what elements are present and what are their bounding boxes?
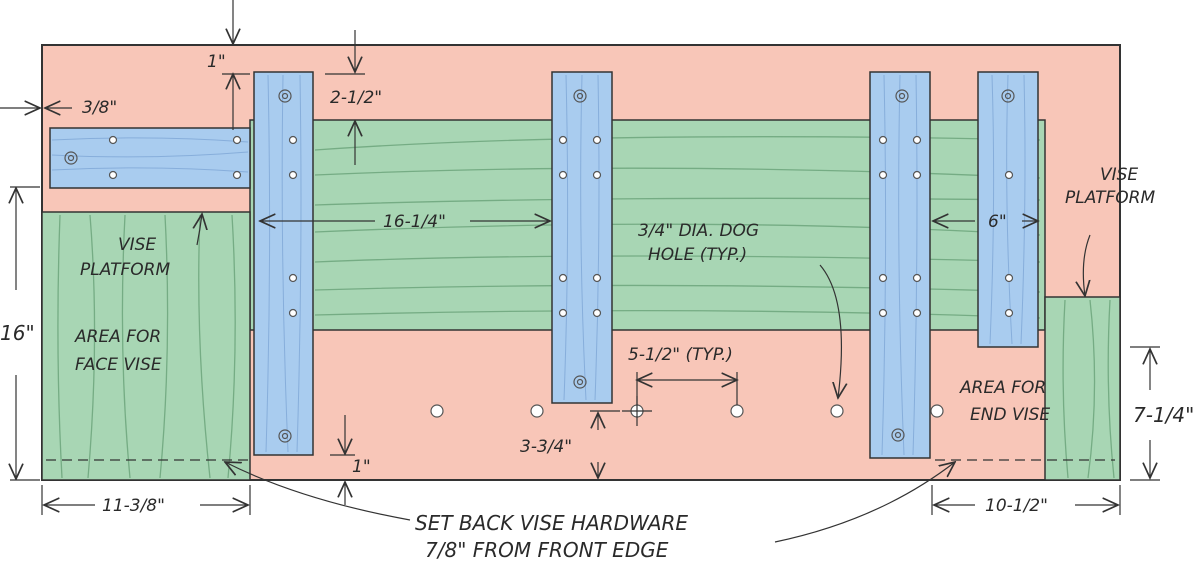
dim-top-gap: 2-1/2"	[330, 88, 382, 108]
stretcher-strip	[977, 71, 1039, 348]
dim-end-vise-depth: 7-1/4"	[1133, 403, 1194, 427]
dimension-lines	[0, 0, 1160, 515]
leader-arrows	[197, 214, 1090, 543]
dim-dog-offset: 3-3/4"	[520, 437, 572, 457]
dim-top-margin: 1"	[207, 52, 226, 72]
dim-face-vise-width: 11-3/8"	[102, 496, 165, 516]
dim-right-gap: 6"	[988, 212, 1007, 232]
dog-hole-note-line1: 3/4" DIA. DOG	[638, 221, 759, 241]
stretcher-strip	[253, 71, 314, 456]
face-vise-area-line2: FACE VISE	[75, 355, 162, 375]
dim-bottom-margin: 1"	[352, 457, 371, 477]
vise-platform-right-line1: VISE	[1100, 165, 1138, 185]
dim-depth: 16"	[0, 321, 35, 345]
end-vise-area-line2: END VISE	[970, 405, 1050, 425]
end-vise-area-line1: AREA FOR	[959, 378, 1046, 398]
face-vise-area	[41, 211, 251, 481]
end-vise-area	[1044, 296, 1121, 481]
dim-end-vise-width: 10-1/2"	[985, 496, 1048, 516]
face-vise-area-line1: AREA FOR	[74, 327, 161, 347]
vise-platform-left-line1: VISE	[118, 235, 156, 255]
vise-platform-right-line2: PLATFORM	[1065, 188, 1155, 208]
dog-hole-note-line2: HOLE (TYP.)	[648, 245, 747, 265]
left-vise-platform-board	[49, 127, 251, 189]
dim-side-margin: 3/8"	[82, 98, 117, 118]
dim-strip-spacing: 16-1/4"	[383, 212, 446, 232]
dog-holes	[430, 396, 944, 426]
stretcher-strip	[551, 71, 613, 404]
vise-platform-left-line2: PLATFORM	[80, 260, 170, 280]
setback-note-line1: SET BACK VISE HARDWARE	[415, 511, 688, 535]
stretcher-strip	[869, 71, 931, 459]
dim-dog-spacing: 5-1/2" (TYP.)	[628, 345, 733, 365]
setback-note-line2: 7/8" FROM FRONT EDGE	[425, 538, 669, 562]
